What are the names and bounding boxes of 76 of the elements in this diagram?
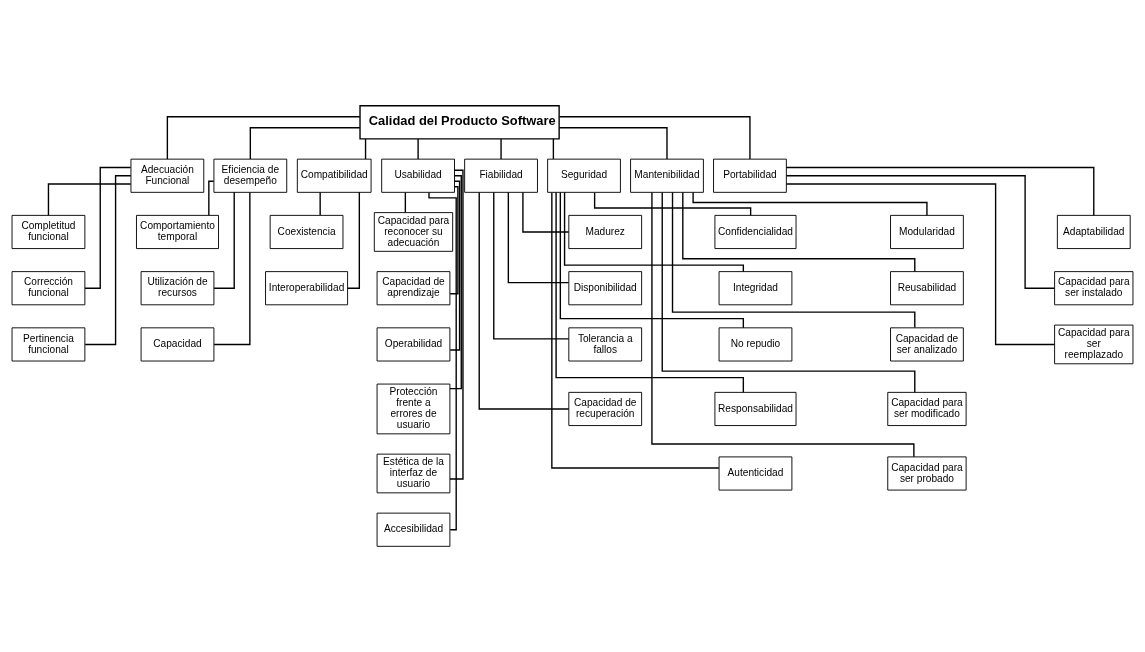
node-box: Tolerancia a fallos <box>568 327 643 362</box>
node-box: Eficiencia de desempeño <box>213 158 288 193</box>
connector <box>522 191 570 233</box>
node-box: Adaptabilidad <box>1056 214 1131 250</box>
node-box: Corrección funcional <box>11 271 86 306</box>
connector <box>500 138 502 160</box>
node-box: Responsabilidad <box>714 391 797 426</box>
connector <box>208 180 215 217</box>
node-box: Reusabilidad <box>890 271 964 306</box>
node-box: Capacidad para ser instalado <box>1054 271 1134 306</box>
connector <box>346 191 360 289</box>
node-box: No repudio <box>718 327 793 362</box>
connector <box>785 166 1095 217</box>
node-box: Adecuación Funcional <box>130 158 205 193</box>
connector <box>555 191 745 393</box>
node-box: Capacidad de recuperación <box>568 391 643 426</box>
node-box: Mantenibilidad <box>630 158 704 193</box>
node-box: Capacidad de aprendizaje <box>376 271 451 306</box>
node-box: Accesibilidad <box>376 512 451 547</box>
node-box: Pertinencia funcional <box>11 327 86 362</box>
node-box: Capacidad para ser modificado <box>887 391 967 426</box>
node-box: Capacidad para ser reemplazado <box>1054 324 1134 365</box>
node-box: Comportamiento temporal <box>136 214 219 250</box>
node-box: Estética de la interfaz de usuario <box>376 453 451 494</box>
node-box: Capacidad de ser analizado <box>890 327 964 362</box>
connector <box>428 191 457 531</box>
node-box: Fiabilidad <box>464 158 538 193</box>
node-box: Seguridad <box>547 158 621 193</box>
connector <box>449 169 464 480</box>
node-box: Disponibilidad <box>568 271 643 306</box>
node-box: Interoperabilidad <box>265 271 349 306</box>
connector <box>478 191 570 410</box>
connector <box>84 166 132 289</box>
node-box: Confidencialidad <box>714 214 797 250</box>
node-box: Modularidad <box>890 214 964 250</box>
connector <box>319 191 321 216</box>
connector <box>404 191 407 214</box>
node-box: Usabilidad <box>381 158 455 193</box>
connector <box>47 183 132 216</box>
connector <box>552 138 555 160</box>
node-box: Capacidad para ser probado <box>887 456 967 491</box>
connector <box>661 191 916 393</box>
node-box: Integridad <box>718 271 793 306</box>
node-box: Madurez <box>568 214 643 250</box>
connector <box>692 191 928 216</box>
connector <box>493 191 570 340</box>
connector <box>84 175 132 346</box>
node-box: Utilización de recursos <box>140 271 215 306</box>
node-box: Coexistencia <box>269 214 344 250</box>
node-box: Compatibilidad <box>296 158 372 193</box>
connector <box>563 191 745 273</box>
connector <box>213 191 251 346</box>
connector <box>507 191 570 284</box>
node-box: Protección frente a errores de usuario <box>376 383 451 435</box>
connector <box>785 175 1055 289</box>
connector <box>449 180 461 351</box>
connector <box>249 127 361 160</box>
connector <box>559 191 745 329</box>
node-box: Capacidad <box>140 327 215 362</box>
node-box: Portabilidad <box>713 158 787 193</box>
connector <box>417 138 419 160</box>
connector <box>558 116 751 160</box>
connector <box>213 191 235 289</box>
connector <box>449 186 459 295</box>
connector <box>449 175 462 390</box>
node-box: Capacidad para reconocer su adecuación <box>373 212 454 252</box>
connector <box>785 183 1056 346</box>
connector <box>551 192 720 469</box>
node-box: Autenticidad <box>718 456 793 491</box>
connector <box>166 116 361 160</box>
connector <box>558 127 668 160</box>
node-box: Calidad del Producto Software <box>359 105 560 140</box>
connector <box>593 191 752 216</box>
node-box: Completitud funcional <box>11 214 86 250</box>
connector <box>364 138 367 160</box>
node-box: Operabilidad <box>376 327 451 362</box>
